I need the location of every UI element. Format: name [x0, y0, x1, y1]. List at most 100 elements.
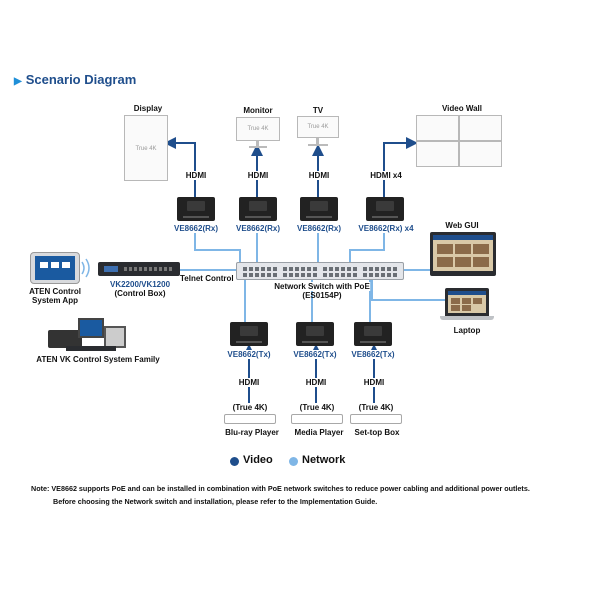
thumbnail [473, 298, 482, 304]
video-wall-label: Video Wall [441, 104, 483, 113]
legend-video-label: Video [243, 454, 273, 466]
control-app-label: ATEN Control [29, 287, 81, 296]
legend-network-label: Network [302, 454, 346, 466]
monitor-stand [256, 141, 259, 146]
switch-port [393, 273, 397, 277]
video-line-display [164, 137, 196, 202]
tablet-screen [35, 256, 75, 280]
switch-port [267, 267, 271, 271]
switch-port [335, 273, 339, 277]
switch-port [267, 273, 271, 277]
vk-device [66, 346, 116, 351]
network-lines [180, 232, 456, 322]
tablet-device [30, 252, 80, 284]
receiver-device [177, 197, 215, 221]
app-tile-icon [51, 262, 59, 268]
switch-port [353, 273, 357, 277]
switch-port [243, 267, 247, 271]
tv-stand [316, 138, 319, 144]
hdmi-label: HDMI [362, 378, 386, 387]
network-line-rx4 [349, 232, 385, 262]
web-gui-label: Web GUI [445, 221, 479, 230]
tv-label: TV [312, 106, 324, 115]
true4k-label: (True 4K) [299, 403, 335, 412]
switch-port [369, 267, 373, 271]
switch-port [363, 273, 367, 277]
laptop-toolbar [448, 291, 486, 295]
switch-port [335, 267, 339, 271]
network-line-rx1 [194, 232, 241, 262]
switch-port [393, 267, 397, 271]
thumbnail [473, 257, 489, 267]
tv-screen-text: True 4K [307, 124, 329, 130]
source-label: Media Player [294, 428, 344, 437]
switch-port [273, 273, 277, 277]
thumbnail [451, 305, 460, 311]
switch-port [323, 273, 327, 277]
switch-ports [237, 263, 405, 281]
web-gui-screen [433, 235, 493, 271]
video-line-videowall [383, 137, 418, 202]
receiver-label: VE8662(Rx) [235, 224, 281, 233]
source-label: Blu-ray Player [225, 428, 279, 437]
display-screen-text: True 4K [135, 146, 157, 152]
true4k-label: (True 4K) [358, 403, 394, 412]
switch-port [249, 267, 253, 271]
vk-device [48, 330, 82, 348]
transmitter-label: VE8662(Tx) [293, 350, 337, 359]
switch-label: Network Switch with PoE [274, 282, 370, 291]
switch-port [255, 273, 259, 277]
transmitter-label: VE8662(Tx) [351, 350, 395, 359]
source-label: Set-top Box [354, 428, 400, 437]
switch-port [323, 267, 327, 271]
media-player-device [291, 414, 343, 424]
tv-screen: True 4K [297, 116, 339, 138]
thumbnail [437, 244, 453, 254]
switch-port [283, 273, 287, 277]
hdmi-label: HDMI [307, 171, 331, 180]
switch-model-label: (ES0154P) [302, 291, 342, 300]
video-wall-panel [459, 141, 502, 167]
switch-port [313, 273, 317, 277]
switch-port [289, 273, 293, 277]
vk-family-devices [48, 316, 128, 352]
laptop-base [440, 316, 494, 320]
switch-port [295, 267, 299, 271]
laptop-label: Laptop [453, 326, 481, 335]
chevron-right-icon: ▶ [14, 76, 22, 87]
transmitter-device [230, 322, 268, 346]
switch-port [307, 267, 311, 271]
telnet-control-label: Telnet Control [180, 274, 234, 283]
network-switch [236, 262, 404, 280]
hdmi-x4-label: HDMI x4 [369, 171, 403, 180]
switch-port [329, 273, 333, 277]
switch-port [341, 273, 345, 277]
transmitter-label: VE8662(Tx) [227, 350, 271, 359]
control-box-display [104, 266, 118, 272]
receiver-label: VE8662(Rx) [173, 224, 219, 233]
note-line-1: Note: VE8662 supports PoE and can be ins… [31, 484, 530, 493]
switch-port [387, 273, 391, 277]
switch-port [341, 267, 345, 271]
display-label: Display [133, 104, 163, 113]
switch-port [261, 267, 265, 271]
vk-family-label: ATEN VK Control System Family [36, 355, 160, 364]
transmitter-device [296, 322, 334, 346]
hdmi-label: HDMI [184, 171, 208, 180]
web-gui-monitor [430, 232, 496, 276]
switch-port [347, 273, 351, 277]
page-title-text: Scenario Diagram [25, 72, 137, 87]
switch-port [261, 273, 265, 277]
thumbnail [462, 305, 471, 311]
legend-video-dot [230, 457, 239, 466]
display-screen: True 4K [124, 115, 168, 181]
control-box-device [98, 262, 180, 276]
switch-port [329, 267, 333, 271]
video-wall-panel [416, 115, 459, 141]
vk-device [104, 326, 126, 348]
bluray-player-device [224, 414, 276, 424]
page-title: ▶Scenario Diagram [14, 72, 136, 87]
monitor-label: Monitor [243, 106, 273, 115]
monitor-screen-text: True 4K [247, 126, 269, 132]
